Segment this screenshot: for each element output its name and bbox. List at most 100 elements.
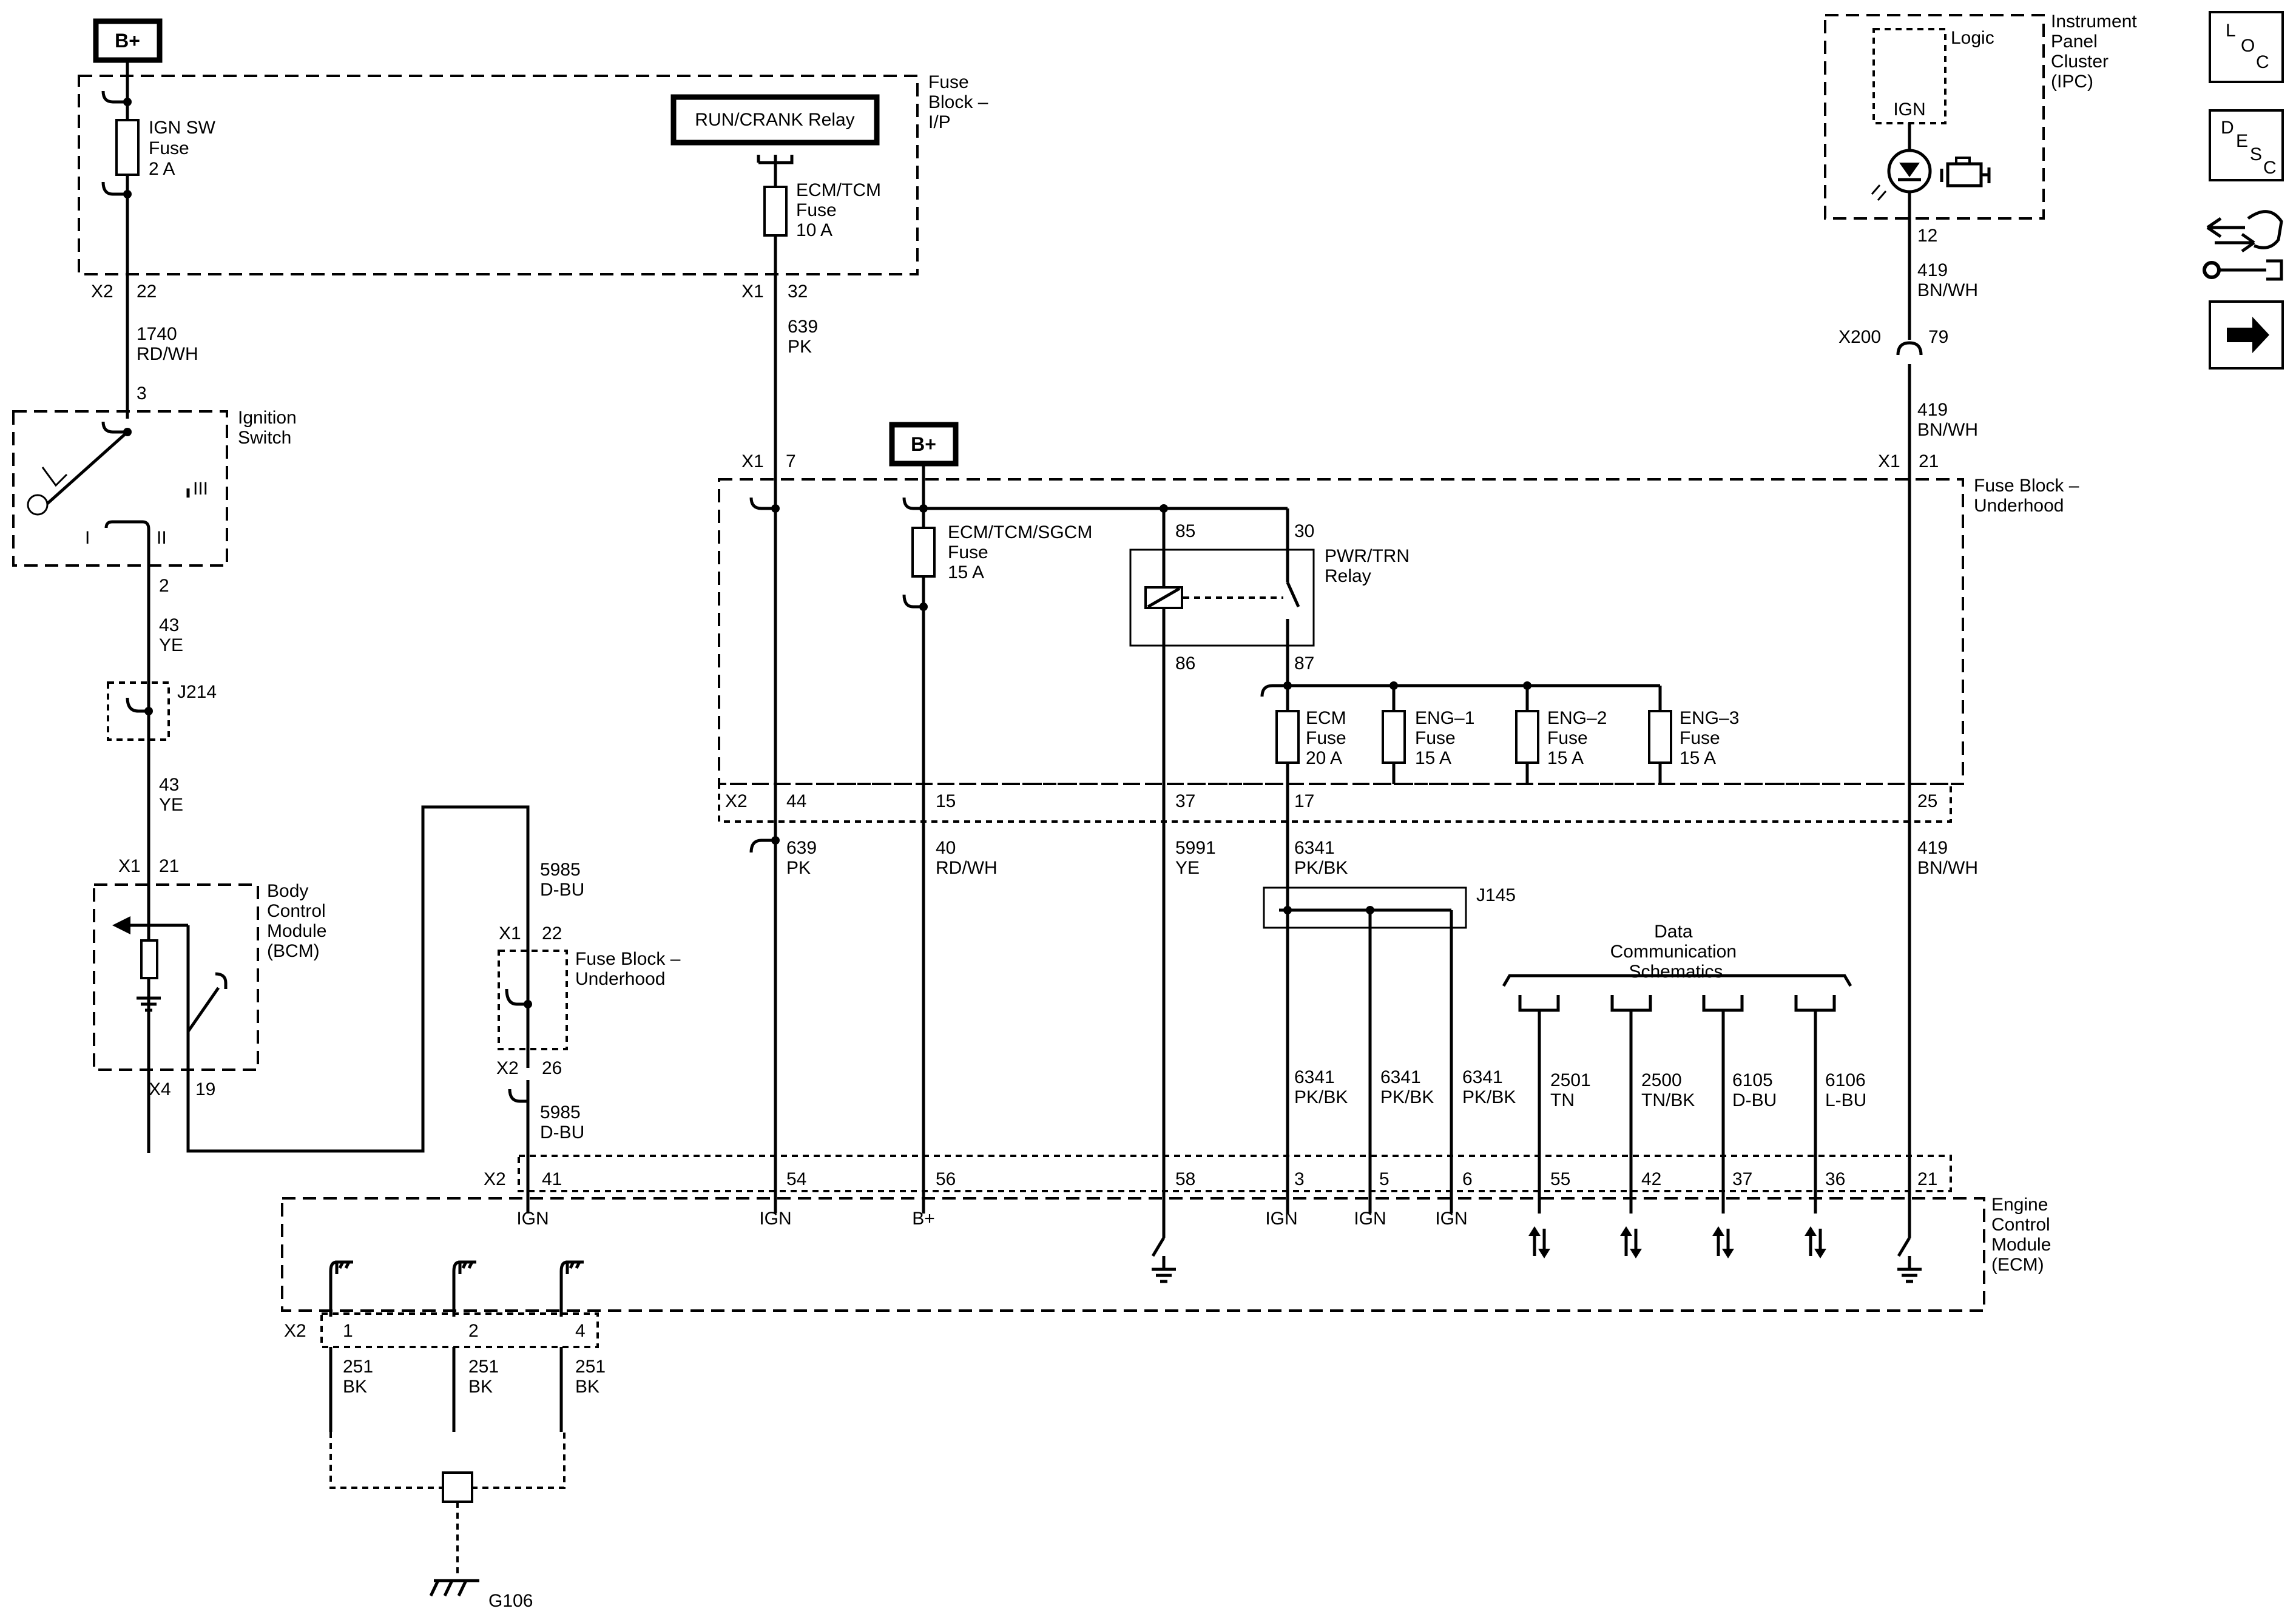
svg-text:RUN/CRANK Relay: RUN/CRANK Relay xyxy=(695,110,854,130)
wire-40-label: 40 RD/WH xyxy=(936,838,998,878)
svg-text:X1: X1 xyxy=(741,282,764,302)
ecm-tcm-fuse-label: ECM/TCM Fuse 10 A xyxy=(796,180,886,240)
ecm-ground-terminals xyxy=(329,1260,584,1317)
svg-text:36: 36 xyxy=(1825,1169,1845,1189)
wire-2500-label: 2500 TN/BK xyxy=(1641,1070,1695,1110)
wire-2501-label: 2501 TN xyxy=(1550,1070,1596,1110)
engine-icon xyxy=(1940,157,1991,187)
svg-text:22: 22 xyxy=(542,923,562,944)
wire-251-label-b: 251 BK xyxy=(468,1357,504,1397)
splice-j214 xyxy=(107,681,170,741)
svg-text:E: E xyxy=(2236,131,2248,151)
svg-text:X2: X2 xyxy=(484,1169,506,1189)
svg-text:30: 30 xyxy=(1294,521,1314,541)
data-arrow-icons xyxy=(1528,1226,1826,1258)
svg-text:41: 41 xyxy=(542,1169,562,1189)
svg-text:IGN: IGN xyxy=(1265,1209,1297,1229)
svg-text:X2: X2 xyxy=(91,282,113,302)
svg-text:12: 12 xyxy=(1917,226,1937,246)
data-comm-connectors xyxy=(1518,995,1836,1214)
svg-text:2: 2 xyxy=(159,576,169,596)
svg-text:B+: B+ xyxy=(115,30,140,52)
svg-text:III: III xyxy=(193,479,208,499)
wire-5985-label-b: 5985 D-BU xyxy=(540,1102,586,1143)
svg-text:S: S xyxy=(2250,144,2262,164)
instrument-panel-cluster xyxy=(1824,14,2045,220)
bplus-box-underhood: B+ xyxy=(889,422,959,467)
eng1-fuse-label: ENG–1 Fuse 15 A xyxy=(1415,708,1480,768)
ecm-fuse xyxy=(1275,710,1300,764)
wire-1740-label: 1740 RD/WH xyxy=(137,324,198,364)
svg-text:86: 86 xyxy=(1175,653,1195,673)
svg-text:J145: J145 xyxy=(1476,885,1516,905)
svg-text:42: 42 xyxy=(1641,1169,1661,1189)
wire-5985-label-a: 5985 D-BU xyxy=(540,860,586,900)
svg-text:C: C xyxy=(2263,158,2277,178)
svg-text:X200: X200 xyxy=(1838,327,1881,347)
svg-text:32: 32 xyxy=(788,282,808,302)
svg-text:G106: G106 xyxy=(488,1591,533,1611)
desc-icon[interactable]: D E S C xyxy=(2209,109,2284,181)
wire-639-label-a: 639 PK xyxy=(788,317,823,357)
svg-text:1: 1 xyxy=(343,1321,353,1341)
ipc-title: Instrument Panel Cluster (IPC) xyxy=(2051,12,2142,92)
loc-icon[interactable]: L O C xyxy=(2209,11,2284,83)
indicator-lamp-icon xyxy=(1871,149,1932,201)
ground-g106-icon xyxy=(429,1579,479,1597)
wire-251-label-a: 251 BK xyxy=(343,1357,378,1397)
svg-text:85: 85 xyxy=(1175,521,1195,541)
engine-control-module xyxy=(281,1197,1985,1312)
svg-text:58: 58 xyxy=(1175,1169,1195,1189)
ecm-ground-icon-1 xyxy=(1152,1268,1176,1283)
svg-text:21: 21 xyxy=(1919,451,1939,471)
svg-text:X2: X2 xyxy=(725,791,748,811)
fuse-block-ip xyxy=(78,75,919,275)
eng3-fuse xyxy=(1648,710,1672,764)
svg-text:3: 3 xyxy=(137,383,147,403)
ecm-title: Engine Control Module (ECM) xyxy=(1991,1195,2056,1275)
svg-text:B+: B+ xyxy=(912,1209,935,1229)
splice-j145 xyxy=(1263,886,1467,929)
wire-419-label-c: 419 BN/WH xyxy=(1917,838,1978,878)
connector-tool-icon[interactable] xyxy=(2203,210,2283,281)
ecm-fuse-label: ECM Fuse 20 A xyxy=(1306,708,1351,768)
svg-text:IGN: IGN xyxy=(516,1209,549,1229)
pwr-trn-relay-label: PWR/TRN Relay xyxy=(1325,546,1414,586)
svg-text:54: 54 xyxy=(786,1169,806,1189)
wire-6105-label: 6105 D-BU xyxy=(1732,1070,1778,1110)
ecm-pin-numbers: 41 54 56 58 3 5 6 55 42 37 36 21 xyxy=(542,1169,1937,1189)
svg-text:21: 21 xyxy=(159,856,179,876)
svg-text:21: 21 xyxy=(1917,1169,1937,1189)
svg-text:37: 37 xyxy=(1732,1169,1752,1189)
svg-text:15: 15 xyxy=(936,791,956,811)
wire-43-label-b: 43 YE xyxy=(159,775,184,815)
svg-text:87: 87 xyxy=(1294,653,1314,673)
svg-text:55: 55 xyxy=(1550,1169,1570,1189)
svg-text:6: 6 xyxy=(1462,1169,1473,1189)
eng2-fuse-label: ENG–2 Fuse 15 A xyxy=(1547,708,1612,768)
wire-419-label-a: 419 BN/WH xyxy=(1917,260,1978,300)
svg-text:Logic: Logic xyxy=(1951,28,1994,48)
svg-text:17: 17 xyxy=(1294,791,1314,811)
svg-text:X1: X1 xyxy=(1878,451,1900,471)
svg-text:5: 5 xyxy=(1379,1169,1389,1189)
next-arrow-icon[interactable] xyxy=(2209,300,2284,370)
svg-text:J214: J214 xyxy=(177,682,217,702)
ign-sw-fuse xyxy=(115,119,140,176)
wire-419-label-b: 419 BN/WH xyxy=(1917,400,1978,440)
wire-639-label-b: 639 PK xyxy=(786,838,822,878)
wire-43-label-a: 43 YE xyxy=(159,615,184,655)
svg-text:3: 3 xyxy=(1294,1169,1305,1189)
fuse-block-underhood-title: Fuse Block – Underhood xyxy=(1974,476,2084,516)
svg-text:56: 56 xyxy=(936,1169,956,1189)
svg-text:2: 2 xyxy=(468,1321,479,1341)
svg-text:7: 7 xyxy=(786,451,796,471)
wire-6106-label: 6106 L-BU xyxy=(1825,1070,1871,1110)
svg-text:D: D xyxy=(2221,118,2234,138)
ecm-tcm-sgcm-fuse-label: ECM/TCM/SGCM Fuse 15 A xyxy=(948,522,1098,582)
svg-text:79: 79 xyxy=(1928,327,1948,347)
svg-text:25: 25 xyxy=(1917,791,1937,811)
ignition-switch-title: Ignition Switch xyxy=(238,408,302,448)
eng3-fuse-label: ENG–3 Fuse 15 A xyxy=(1680,708,1744,768)
